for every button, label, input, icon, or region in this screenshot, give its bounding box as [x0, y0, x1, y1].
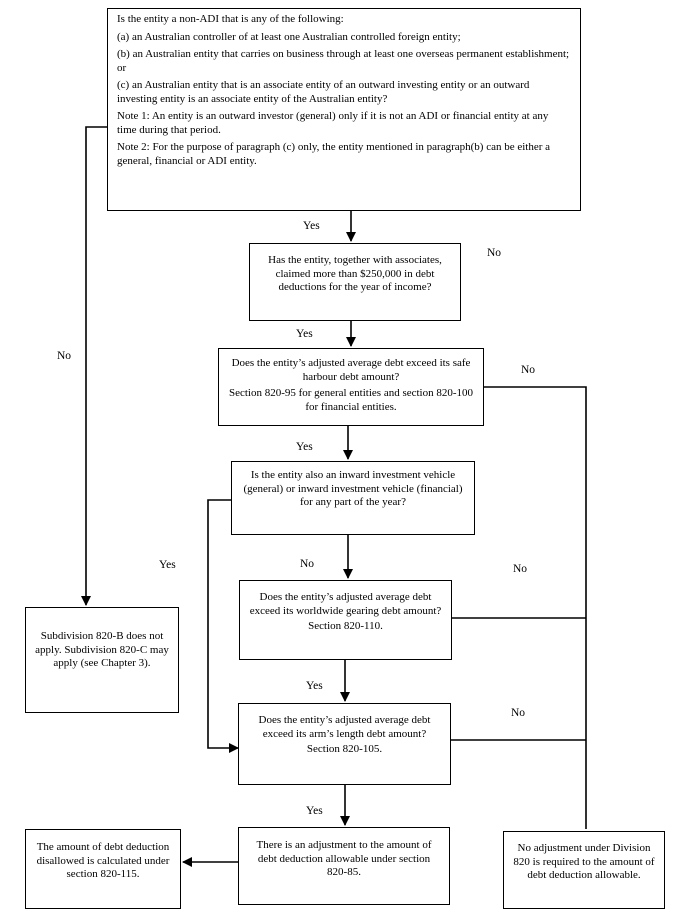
- arms-length-text: Does the entity’s adjusted average debt …: [258, 714, 431, 740]
- edge-no-bus: [484, 386, 587, 829]
- subdivision-text: Subdivision 820-B does not apply. Subdiv…: [35, 630, 169, 669]
- criteria-note-2: Note 2: For the purpose of paragraph (c)…: [117, 141, 551, 167]
- edge-b1-b9: [81, 126, 107, 606]
- disallowed-text: The amount of debt deduction disallowed …: [36, 841, 170, 880]
- safe-harbour-ref: Section 820-95 for general entities and …: [228, 387, 474, 413]
- box-safe-harbour-question: Does the entity’s adjusted average debt …: [218, 348, 484, 426]
- worldwide-gearing-text: Does the entity’s adjusted average debt …: [249, 591, 442, 617]
- label-yes-b1: Yes: [303, 220, 320, 232]
- label-no-b2: No: [487, 247, 502, 259]
- box-arms-length-question: Does the entity’s adjusted average debt …: [238, 703, 451, 785]
- label-yes-b5: Yes: [306, 680, 323, 692]
- inward-investment-text: Is the entity also an inward investment …: [243, 469, 463, 508]
- label-yes-b4: Yes: [159, 559, 176, 571]
- adjustment-text: There is an adjustment to the amount of …: [256, 839, 432, 878]
- no-adjustment-text: No adjustment under Division 820 is requ…: [513, 842, 655, 881]
- criteria-b: (b) an Australian entity that carries on…: [117, 48, 570, 74]
- safe-harbour-text: Does the entity’s adjusted average debt …: [231, 357, 471, 383]
- label-no-b6: No: [511, 707, 526, 719]
- label-yes-b2: Yes: [296, 328, 313, 340]
- label-yes-b3: Yes: [296, 441, 313, 453]
- worldwide-gearing-ref: Section 820-110.: [308, 620, 383, 632]
- box-disallowed-result: The amount of debt deduction disallowed …: [25, 829, 181, 909]
- label-no-b1: No: [57, 350, 72, 362]
- label-no-b4: No: [300, 558, 315, 570]
- box-no-adjustment-result: No adjustment under Division 820 is requ…: [503, 831, 665, 909]
- label-no-b5: No: [513, 563, 528, 575]
- label-yes-b6: Yes: [306, 805, 323, 817]
- arms-length-ref: Section 820-105.: [306, 743, 383, 755]
- box-worldwide-gearing-question: Does the entity’s adjusted average debt …: [239, 580, 452, 660]
- label-no-b3: No: [521, 364, 536, 376]
- box-debt-deductions-question: Has the entity, together with associates…: [249, 243, 461, 321]
- edge-b4-b6: [207, 499, 239, 753]
- box-adjustment-result: There is an adjustment to the amount of …: [238, 827, 450, 905]
- box-inward-investment-question: Is the entity also an inward investment …: [231, 461, 475, 535]
- criteria-c: (c) an Australian entity that is an asso…: [117, 79, 530, 105]
- criteria-note-1: Note 1: An entity is an outward investor…: [117, 110, 549, 136]
- box-subdivision-not-apply: Subdivision 820-B does not apply. Subdiv…: [25, 607, 179, 713]
- debt-deductions-text: Has the entity, together with associates…: [268, 254, 442, 293]
- criteria-a: (a) an Australian controller of at least…: [117, 30, 461, 43]
- criteria-question: Is the entity a non-ADI that is any of t…: [117, 13, 344, 25]
- box-entity-criteria: Is the entity a non-ADI that is any of t…: [107, 8, 581, 211]
